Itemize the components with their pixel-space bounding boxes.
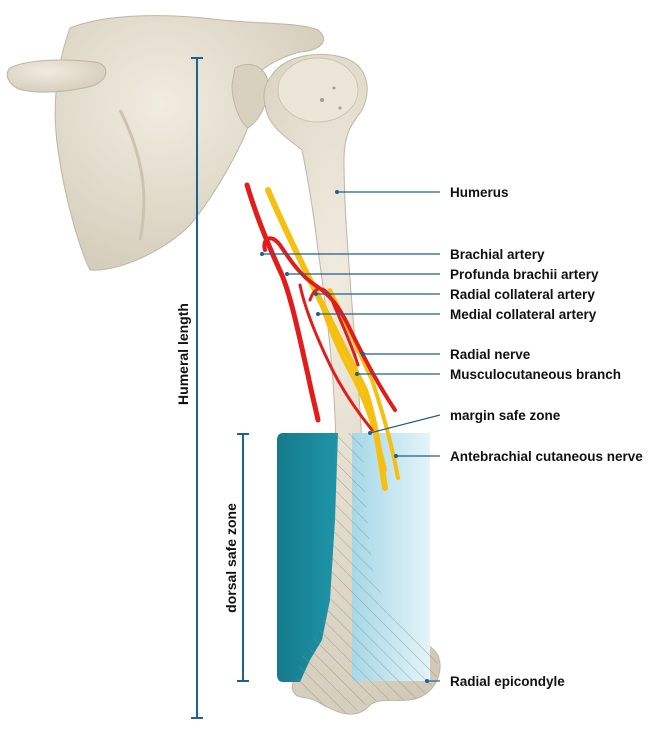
label-medial-collateral-artery: Medial collateral artery	[450, 307, 597, 322]
label-margin-safe-zone: margin safe zone	[450, 408, 561, 423]
humerus-bone	[263, 53, 441, 715]
scapula	[6, 15, 324, 271]
label-profunda-brachii-artery: Profunda brachii artery	[450, 267, 599, 282]
hatched-bone-region	[296, 433, 439, 714]
label-humerus: Humerus	[450, 185, 509, 200]
leader-lines	[260, 190, 441, 683]
label-radial-collateral-artery: Radial collateral artery	[450, 287, 595, 302]
label-antebrachial-cutaneous-nerve: Antebrachial cutaneous nerve	[450, 449, 643, 464]
humeral-length-bar	[191, 57, 203, 719]
dorsal-safe-zone-label: dorsal safe zone	[223, 503, 239, 613]
medial-collateral-path	[298, 283, 374, 432]
musculocutaneous-nerve-path	[318, 298, 387, 472]
profunda-brachii-path	[262, 236, 397, 412]
dorsal-safe-zone-area	[277, 433, 338, 682]
label-radial-nerve: Radial nerve	[450, 347, 531, 362]
brachial-artery-path	[244, 182, 321, 423]
arteries	[244, 182, 397, 432]
zones	[277, 433, 439, 714]
dorsal-safe-zone-bar	[237, 433, 249, 682]
humeral-length-label: Humeral length	[175, 303, 191, 405]
label-radial-epicondyle: Radial epicondyle	[450, 674, 565, 689]
label-musculocutaneous-branch: Musculocutaneous branch	[450, 367, 621, 382]
label-brachial-artery: Brachial artery	[450, 247, 545, 262]
radial-collateral-path	[308, 287, 360, 367]
